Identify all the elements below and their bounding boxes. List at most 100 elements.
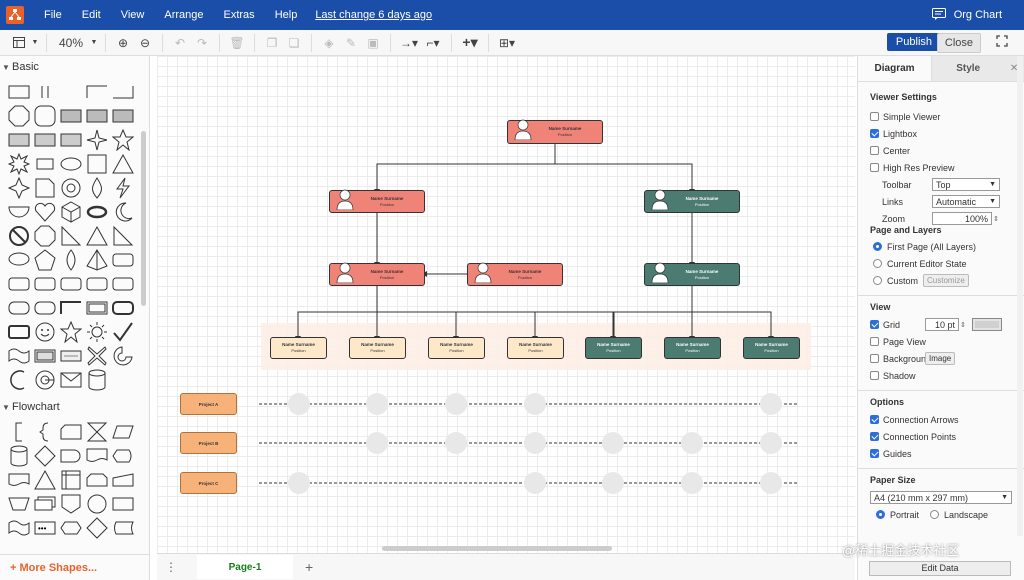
- timeline-dot[interactable]: [366, 432, 388, 454]
- shadow-icon[interactable]: ▣: [367, 35, 379, 50]
- timeline-dot[interactable]: [760, 472, 782, 494]
- background-option[interactable]: BackgroundImage: [858, 350, 1024, 367]
- fc-database[interactable]: [6, 444, 32, 468]
- shape-rect-bold[interactable]: [6, 128, 32, 152]
- shape-burst[interactable]: [6, 152, 32, 176]
- shape-octagon-round[interactable]: [32, 104, 58, 128]
- timeline-dot[interactable]: [524, 472, 546, 494]
- shape-vertical-lines[interactable]: [32, 80, 58, 104]
- stepper-icon[interactable]: ⇕: [993, 215, 999, 223]
- connection-arrows-option[interactable]: Connection Arrows: [858, 411, 1024, 428]
- paper-size-select[interactable]: A4 (210 mm x 297 mm)▼: [870, 491, 1012, 504]
- sidebar-scrollbar[interactable]: [141, 131, 146, 306]
- shape-button[interactable]: [58, 344, 84, 368]
- lightbox-option[interactable]: Lightbox: [858, 125, 1024, 142]
- shape-gray-rect3[interactable]: [110, 104, 136, 128]
- fc-merge[interactable]: [32, 468, 58, 492]
- shape-gray-rect[interactable]: [58, 104, 84, 128]
- shape-plaque[interactable]: [6, 296, 32, 320]
- radio-selected[interactable]: [876, 510, 885, 519]
- project-b[interactable]: Project B: [180, 432, 237, 454]
- shape-right-triangle[interactable]: [58, 224, 84, 248]
- radio[interactable]: [873, 276, 882, 285]
- redo-icon[interactable]: ↷: [196, 35, 208, 50]
- shape-envelope[interactable]: [58, 368, 84, 392]
- menu-arrange[interactable]: Arrange: [164, 9, 204, 21]
- high-res-option[interactable]: High Res Preview: [858, 159, 1024, 176]
- shape-x[interactable]: [84, 344, 110, 368]
- fc-multi-doc[interactable]: [32, 492, 58, 516]
- more-shapes-button[interactable]: + More Shapes...: [0, 554, 149, 580]
- shape-frame2[interactable]: [84, 296, 110, 320]
- fc-internal[interactable]: [58, 468, 84, 492]
- checkbox-checked[interactable]: [870, 129, 879, 138]
- page-tab-1[interactable]: Page-1: [197, 555, 293, 579]
- shape-arc[interactable]: [110, 344, 136, 368]
- shape-arc2[interactable]: [6, 368, 32, 392]
- menu-extras[interactable]: Extras: [223, 9, 255, 21]
- fc-card[interactable]: [58, 420, 84, 444]
- stepper-icon[interactable]: ⇕: [960, 321, 966, 329]
- fc-data[interactable]: [110, 420, 136, 444]
- shape-lens[interactable]: [58, 248, 84, 272]
- zoom-out-icon[interactable]: ⊖: [139, 35, 151, 50]
- chevron-down-icon[interactable]: ▼: [90, 39, 98, 46]
- shape-corner2[interactable]: [110, 80, 136, 104]
- timeline-dot[interactable]: [524, 393, 546, 415]
- shape-check[interactable]: [110, 320, 136, 344]
- shape-plaque2[interactable]: [32, 296, 58, 320]
- menu-view[interactable]: View: [120, 9, 145, 21]
- project-a[interactable]: Project A: [180, 393, 237, 415]
- shape-triangle2[interactable]: [84, 224, 110, 248]
- shape-star[interactable]: [110, 128, 136, 152]
- current-state-option[interactable]: Current Editor State: [858, 255, 1024, 272]
- checkbox[interactable]: [870, 337, 879, 346]
- shape-cloud[interactable]: [58, 152, 84, 176]
- radio[interactable]: [930, 510, 939, 519]
- links-select[interactable]: Automatic▼: [932, 195, 1000, 208]
- shape-rect-bold2[interactable]: [32, 128, 58, 152]
- insert-icon[interactable]: +▾: [462, 34, 478, 50]
- tab-diagram[interactable]: Diagram: [874, 63, 915, 74]
- to-back-icon[interactable]: ❏: [288, 35, 300, 50]
- timeline-dot[interactable]: [681, 472, 703, 494]
- checkbox[interactable]: [870, 163, 879, 172]
- comment-icon[interactable]: [931, 7, 946, 23]
- portrait-option[interactable]: Portrait: [890, 509, 920, 520]
- fullscreen-icon[interactable]: [996, 35, 1008, 47]
- center-option[interactable]: Center: [858, 142, 1024, 159]
- section-basic[interactable]: ▼Basic: [2, 61, 39, 73]
- shape-bold-ellipse[interactable]: [84, 200, 110, 224]
- checkbox-checked[interactable]: [870, 449, 879, 458]
- grid-color-swatch[interactable]: [971, 318, 1002, 331]
- format-panel-icon[interactable]: [8, 33, 30, 53]
- close-button[interactable]: Close: [936, 33, 981, 53]
- last-change-link[interactable]: Last change 6 days ago: [315, 9, 433, 21]
- fc-dots[interactable]: •••: [32, 516, 58, 540]
- fc-sort[interactable]: [84, 516, 110, 540]
- connection-icon[interactable]: →▾: [399, 35, 419, 50]
- shape-pentagon[interactable]: [32, 248, 58, 272]
- shape-star4[interactable]: [84, 128, 110, 152]
- fc-decision[interactable]: [32, 444, 58, 468]
- fc-brace[interactable]: [32, 420, 58, 444]
- menu-edit[interactable]: Edit: [81, 9, 101, 21]
- delete-icon[interactable]: 🗑: [229, 35, 245, 50]
- shape-triangle[interactable]: [110, 152, 136, 176]
- fc-loop[interactable]: [84, 468, 110, 492]
- fill-color-icon[interactable]: ◈: [324, 35, 334, 50]
- shape-cylinder[interactable]: [84, 368, 110, 392]
- fc-document[interactable]: [84, 444, 110, 468]
- shape-donut[interactable]: [32, 368, 58, 392]
- shape-heart[interactable]: [32, 200, 58, 224]
- first-page-option[interactable]: First Page (All Layers): [858, 238, 1024, 255]
- fc-delay[interactable]: [58, 444, 84, 468]
- publish-button[interactable]: Publish: [886, 33, 941, 51]
- fc-display[interactable]: [110, 444, 136, 468]
- zoom-level[interactable]: 40%: [58, 35, 84, 50]
